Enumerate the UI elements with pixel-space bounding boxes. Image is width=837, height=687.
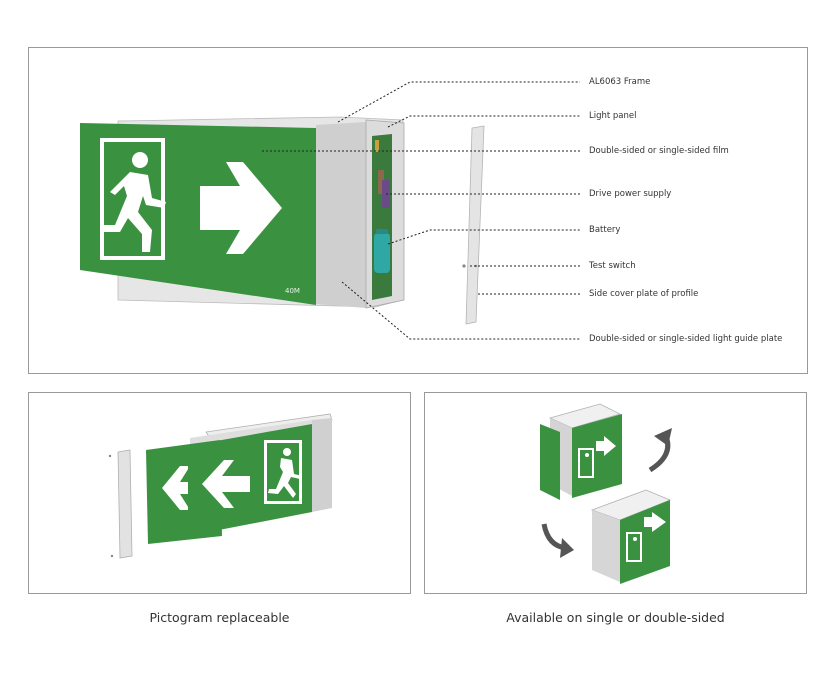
single-double-sided-panel: [424, 392, 807, 594]
callout-light-guide-plate: Double-sided or single-sided light guide…: [589, 334, 783, 344]
callout-film: Double-sided or single-sided film: [589, 146, 729, 156]
callout-light-panel: Light panel: [589, 111, 637, 121]
callout-drive-power-supply: Drive power supply: [589, 189, 672, 199]
battery: [374, 229, 390, 273]
light-panel: [372, 134, 392, 300]
side-cover-plate: [462, 125, 485, 325]
pictogram-replaceable-panel: [28, 392, 411, 594]
callout-test-switch: Test switch: [589, 261, 636, 271]
callout-battery: Battery: [589, 225, 621, 235]
caption-pictogram-replaceable: Pictogram replaceable: [149, 610, 290, 625]
sign-distance-label: 40M: [285, 287, 300, 295]
callout-side-cover-plate: Side cover plate of profile: [589, 289, 699, 299]
caption-single-double-sided: Available on single or double-sided: [506, 610, 725, 625]
leader-lines: [262, 81, 580, 340]
callout-al6063-frame: AL6063 Frame: [589, 77, 651, 87]
exit-sign-front: [80, 123, 316, 305]
